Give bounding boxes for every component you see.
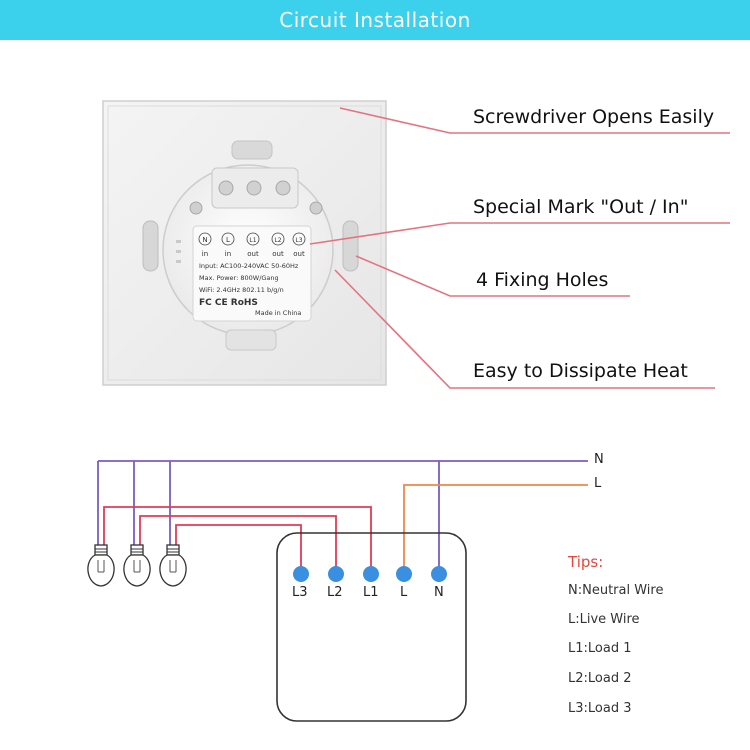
screw-terminal xyxy=(246,180,262,196)
bus-label-n: N xyxy=(594,452,604,467)
bulb-icon xyxy=(159,544,187,587)
screw-terminal xyxy=(218,180,234,196)
sticker-mark: L3 xyxy=(295,237,302,244)
sticker-dir: in xyxy=(202,250,208,258)
sticker-dir: out xyxy=(247,250,259,258)
sticker-dir: out xyxy=(293,250,305,258)
sticker-mark: L1 xyxy=(249,237,256,244)
callout-line-screwdriver xyxy=(339,107,730,134)
load-wire-l3 xyxy=(175,524,302,570)
sticker-input: Input: AC100-240VAC 50-60Hz xyxy=(199,262,299,270)
terminal-dot-l xyxy=(396,566,412,582)
sticker-dir: in xyxy=(225,250,231,258)
tips-title: Tips: xyxy=(568,553,604,571)
terminal-label-l2: L2 xyxy=(327,585,343,600)
callout-line-mark xyxy=(309,222,730,245)
sticker-wifi: WiFi: 2.4GHz 802.11 b/g/n xyxy=(199,286,284,294)
callout-special-mark: Special Mark "Out / In" xyxy=(473,196,689,218)
sticker-power: Max. Power: 800W/Gang xyxy=(199,274,279,282)
terminal-dot-l2 xyxy=(328,566,344,582)
callout-screwdriver: Screwdriver Opens Easily xyxy=(473,106,715,128)
terminal-label-l1: L1 xyxy=(363,585,379,600)
sticker-origin: Made in China xyxy=(255,309,301,317)
terminal-dots xyxy=(293,566,447,582)
tip-item: L2:Load 2 xyxy=(568,671,632,686)
bulb-icon xyxy=(123,544,151,587)
switch-module-box xyxy=(276,532,467,722)
terminal-label-n: N xyxy=(434,585,444,600)
tip-item: L1:Load 1 xyxy=(568,641,632,656)
page-title: Circuit Installation xyxy=(279,8,471,32)
live-bus xyxy=(403,484,588,570)
header-banner: Circuit Installation xyxy=(0,0,750,40)
sticker-mark: L xyxy=(226,236,230,244)
callout-fixing-holes: 4 Fixing Holes xyxy=(476,269,609,291)
terminal-label-l: L xyxy=(400,585,408,600)
sticker-dir: out xyxy=(272,250,284,258)
terminal-label-l3: L3 xyxy=(292,585,308,600)
terminal-dot-l1 xyxy=(363,566,379,582)
load-wire-l2 xyxy=(139,515,337,570)
load-wire-l1 xyxy=(103,506,372,570)
bulb-icon xyxy=(87,544,115,587)
sticker-mark: N xyxy=(202,236,207,244)
bus-label-l: L xyxy=(594,476,602,491)
spec-sticker xyxy=(192,225,312,322)
sticker-mark: L2 xyxy=(274,237,281,244)
callout-lines xyxy=(309,107,730,389)
tip-item: L:Live Wire xyxy=(568,612,640,627)
screw-terminal xyxy=(275,180,291,196)
fixing-hole-left xyxy=(142,220,159,272)
terminal-dot-l3 xyxy=(293,566,309,582)
tip-item: L3:Load 3 xyxy=(568,701,632,716)
callout-line-heat xyxy=(334,269,715,389)
terminal-dot-n xyxy=(431,566,447,582)
fixing-hole-right xyxy=(342,220,359,272)
bulbs xyxy=(87,544,187,587)
switch-back-photo xyxy=(102,100,387,386)
sticker-terminal-marks: N L L1 L2 L3 in in out out out Input: AC… xyxy=(198,232,306,317)
callout-heat: Easy to Dissipate Heat xyxy=(473,360,688,382)
tip-item: N:Neutral Wire xyxy=(568,583,664,598)
wiring-diagram xyxy=(97,460,588,570)
callout-line-holes xyxy=(355,255,630,297)
sticker-certs: FC CE RoHS xyxy=(199,298,258,308)
